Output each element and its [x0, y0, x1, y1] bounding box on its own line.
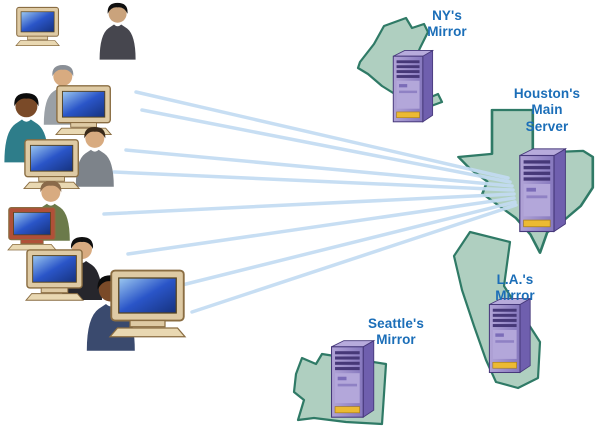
la-mirror-server-icon: [488, 298, 531, 374]
connection-line: [190, 203, 518, 314]
label-la-mirror: L.A.'s Mirror: [495, 272, 535, 304]
connection-line: [160, 200, 517, 292]
user-cluster: [4, 2, 186, 351]
connection-line: [112, 170, 515, 192]
seattle-mirror-server-icon: [330, 340, 375, 418]
user-person-icon: [99, 2, 136, 60]
label-houston-main-server: Houston's Main Server: [513, 86, 581, 134]
user-monitor-icon: [7, 207, 57, 251]
connection-line: [140, 108, 512, 184]
connection-lines: [102, 90, 518, 314]
label-ny-mirror: NY's Mirror: [427, 8, 467, 40]
connection-line: [102, 192, 516, 216]
ny-mirror-server-icon: [392, 49, 434, 123]
connection-line: [124, 148, 514, 188]
connection-line: [134, 90, 510, 180]
connection-line: [126, 196, 516, 256]
houston-main-server-icon: [519, 148, 566, 233]
user-monitor-icon: [15, 6, 60, 47]
user-monitor-icon: [55, 85, 112, 136]
label-seattle-mirror: Seattle's Mirror: [368, 316, 424, 348]
user-person-icon: [75, 126, 114, 187]
